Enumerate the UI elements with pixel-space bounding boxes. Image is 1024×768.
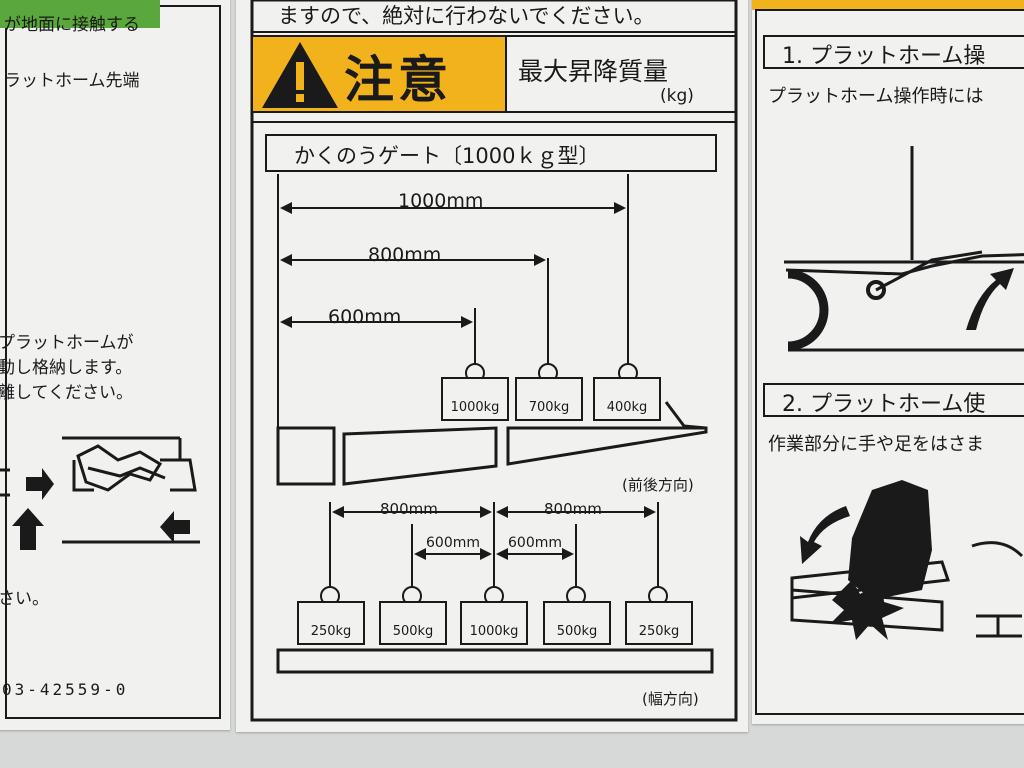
left-text-line-3: プラットホームが (0, 333, 134, 353)
step-1-title-box (763, 35, 1024, 69)
max-load-title: 最大昇降質量 (518, 57, 669, 86)
sticker-border (250, 0, 738, 722)
arrow-up-icon (12, 508, 44, 550)
platform-width-bar (276, 648, 714, 674)
warning-label: 注意 (344, 51, 452, 109)
dimension-label-1000mm: 1000mm (398, 190, 484, 212)
width-weights (297, 586, 693, 645)
dimension-label-800mm: 800mm (368, 244, 442, 266)
direction-width: (幅方向) (642, 690, 699, 708)
step-1-title: 1. プラットホーム操 (782, 44, 986, 69)
width-diagram (276, 502, 714, 674)
weight-label-400kg: 400kg (606, 400, 648, 415)
arrow-right-icon (26, 468, 54, 500)
lift-mechanism-illustration (784, 146, 1024, 352)
part-number: 03-42559-0 (2, 680, 129, 699)
platform-section-3 (506, 426, 708, 466)
weight-label-700kg: 700kg (528, 400, 570, 415)
weight-label-1000kg-center: 1000kg (469, 624, 519, 639)
left-text-line-4: 動し格納します。 (0, 358, 133, 378)
weight-label-1000kg: 1000kg (450, 400, 500, 415)
left-text-line-5: 離してください。 (0, 383, 133, 403)
direction-front-rear: (前後方向) (622, 476, 694, 494)
right-instruction-sticker: 1. プラットホーム操 プラットホーム操作時には 2. プラットホーム使 作業部… (752, 0, 1024, 724)
left-text-line-1: が地面に接触する (4, 15, 140, 35)
weight-500kg-right (543, 586, 611, 645)
weight-label-500kg-left: 500kg (392, 624, 434, 639)
left-text-line-2: ラットホーム先端 (4, 71, 140, 91)
left-sticker-graphics (0, 0, 221, 719)
weight-700kg (515, 363, 583, 421)
right-sticker-graphics (752, 0, 1024, 715)
platform-section-1 (276, 426, 336, 486)
curved-arrow-right-icon (971, 541, 1024, 638)
front-rear-arrowheads (280, 202, 626, 328)
dimension-label-600mm: 600mm (328, 306, 402, 328)
weight-250kg-right (625, 586, 693, 645)
gate-title-box (265, 134, 717, 172)
dimension-label-right-600mm: 600mm (508, 535, 562, 551)
gate-title: かくのうゲート〔1000ｋｇ型〕 (294, 144, 600, 168)
hand-pinch-warning-icon (790, 480, 951, 640)
weight-label-250kg-left: 250kg (310, 624, 352, 639)
weight-250kg-left (297, 586, 365, 645)
dimension-label-left-800mm: 800mm (380, 500, 438, 518)
width-arrowheads (332, 506, 656, 560)
weight-1000kg-center (460, 586, 528, 645)
left-instruction-sticker: が地面に接触する ラットホーム先端 プラットホームが 動し格納します。 離してく… (0, 0, 230, 730)
max-load-unit: (kg) (660, 86, 694, 106)
dimension-label-right-800mm: 800mm (544, 500, 602, 518)
load-diagram (250, 0, 738, 722)
weight-500kg-left (379, 586, 447, 645)
front-rear-diagram (276, 174, 708, 486)
max-load-sticker: ますので、絶対に行わないでください。 注意 最大昇降質量 (kg) かくのうゲー… (236, 0, 748, 732)
step-1-text: プラットホーム操作時には (768, 86, 984, 107)
arrow-left-icon (160, 511, 190, 543)
step-2-title-box (763, 383, 1024, 417)
platform-tip (664, 401, 707, 430)
dimension-label-left-600mm: 600mm (426, 535, 480, 551)
mechanism-illustration (0, 436, 200, 544)
step-2-text: 作業部分に手や足をはさま (768, 434, 984, 455)
step-2-title: 2. プラットホーム使 (782, 392, 986, 417)
front-rear-weights (441, 363, 661, 421)
top-note: ますので、絶対に行わないでください。 (278, 4, 655, 28)
curved-arrow-up-icon (966, 268, 1014, 330)
curved-arrow-down-icon (800, 506, 850, 564)
weight-label-500kg-right: 500kg (556, 624, 598, 639)
weight-label-250kg-right: 250kg (638, 624, 680, 639)
warning-triangle-icon (262, 42, 338, 108)
weight-400kg (593, 363, 661, 421)
platform-section-2 (342, 426, 498, 486)
left-text-line-6: さい。 (0, 589, 49, 609)
weight-1000kg (441, 363, 509, 421)
